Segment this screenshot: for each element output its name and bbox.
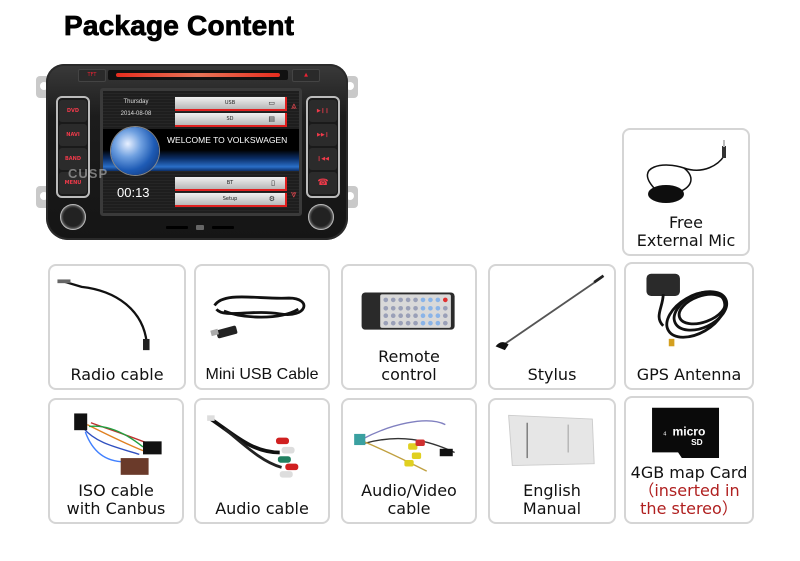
screen-day: Thursday <box>123 99 149 105</box>
item-label: Free External Mic <box>636 213 736 250</box>
av-cable-image <box>354 420 455 472</box>
head-unit-image: TFT ▲ DVD NAVI BAND MENU ▶❙❙ ▶▶❙ ❙◀◀ ☎ T… <box>36 62 358 242</box>
band-button: BAND <box>59 148 87 170</box>
item-label: Mini USB Cable <box>205 366 319 383</box>
screen-date: 2014-08-08 <box>120 111 152 117</box>
item-card-gps: GPS Antenna <box>624 262 754 390</box>
usb-port <box>196 225 204 230</box>
item-card-mic: Free External Mic <box>622 128 750 256</box>
item-card-radio: Radio cable <box>48 264 186 390</box>
item-card-stylus: Stylus <box>488 264 616 390</box>
dvd-button: DVD <box>59 100 87 122</box>
svg-text:micro: micro <box>673 425 706 439</box>
next-track-icon: ▶▶❙ <box>309 124 337 146</box>
watermark: CUSP <box>68 166 109 181</box>
item-card-manual: English Manual <box>488 398 616 524</box>
usb-menu-button: USB▭ <box>175 97 287 111</box>
phone-icon: ☎ <box>309 172 337 194</box>
item-label: GPS Antenna <box>636 365 742 384</box>
manual-image <box>508 414 595 467</box>
microphone-image <box>646 140 726 203</box>
item-label: ISO cable with Canbus <box>66 481 166 518</box>
item-label: Audio/Video cable <box>361 481 457 518</box>
microsd-card-image: 4 micro SD <box>652 407 720 458</box>
tft-button: TFT <box>78 69 106 82</box>
gps-slot <box>166 226 188 229</box>
item-label: Radio cable <box>70 365 164 384</box>
item-note: （inserted in the stereo） <box>638 481 740 518</box>
phone-icon: ▯ <box>271 179 275 187</box>
page-title: Package Content <box>64 10 295 42</box>
welcome-text: WELCOME TO VOLKSWAGEN <box>167 135 288 145</box>
volume-knob <box>60 204 86 230</box>
screen-clock: 00:13 <box>117 185 150 200</box>
item-label: Remote control <box>378 347 440 384</box>
item-label: Stylus <box>527 365 577 384</box>
item-label: 4GB map Card （inserted in the stereo） <box>626 464 752 518</box>
usb-cable-image <box>210 295 306 339</box>
globe-icon <box>111 127 159 175</box>
item-card-av: Audio/Video cable <box>341 398 477 524</box>
right-button-stack: ▶❙❙ ▶▶❙ ❙◀◀ ☎ <box>306 96 340 198</box>
svg-text:SD: SD <box>691 437 703 447</box>
eject-button: ▲ <box>292 69 320 82</box>
remote-control-image <box>361 292 455 330</box>
disc-slot-light <box>116 73 280 77</box>
sd-slot <box>212 226 234 229</box>
head-unit-screen: Thursday 2014-08-08 USB▭ SD▤ ⩓ WELCOME T… <box>100 88 302 216</box>
bt-menu-button: BT▯ <box>175 177 287 191</box>
menu-button: MENU <box>59 172 87 194</box>
item-card-iso: ISO cable with Canbus <box>48 398 184 524</box>
sd-menu-button: SD▤ <box>175 113 287 127</box>
prev-track-icon: ❙◀◀ <box>309 148 337 170</box>
navi-button: NAVI <box>59 124 87 146</box>
left-button-stack: DVD NAVI BAND MENU <box>56 96 90 198</box>
sd-card-icon: ▤ <box>268 115 275 123</box>
item-card-remote: Remote control <box>341 264 477 390</box>
head-unit-body: TFT ▲ DVD NAVI BAND MENU ▶❙❙ ▶▶❙ ❙◀◀ ☎ T… <box>46 64 348 240</box>
audio-cable-image <box>207 415 299 478</box>
svg-text:4: 4 <box>663 432 666 438</box>
item-card-sd: 4 micro SD 4GB map Card （inserted in the… <box>624 396 754 524</box>
stylus-image <box>495 274 605 351</box>
gear-icon: ⚙ <box>268 195 275 203</box>
scroll-down-icon: ⩔ <box>291 189 297 200</box>
iso-cable-image <box>74 413 162 475</box>
usb-icon: ▭ <box>268 99 275 107</box>
setup-menu-button: Setup⚙ <box>175 193 287 207</box>
tune-knob <box>308 204 334 230</box>
play-pause-icon: ▶❙❙ <box>309 100 337 122</box>
item-card-audio: Audio cable <box>194 398 330 524</box>
item-label: Audio cable <box>215 499 309 518</box>
item-card-usb: Mini USB Cable <box>194 264 330 390</box>
scroll-up-icon: ⩓ <box>291 101 297 112</box>
radio-cable-image <box>57 279 150 351</box>
item-label: English Manual <box>522 481 582 518</box>
gps-antenna-image <box>646 273 729 347</box>
front-ports <box>156 224 246 232</box>
